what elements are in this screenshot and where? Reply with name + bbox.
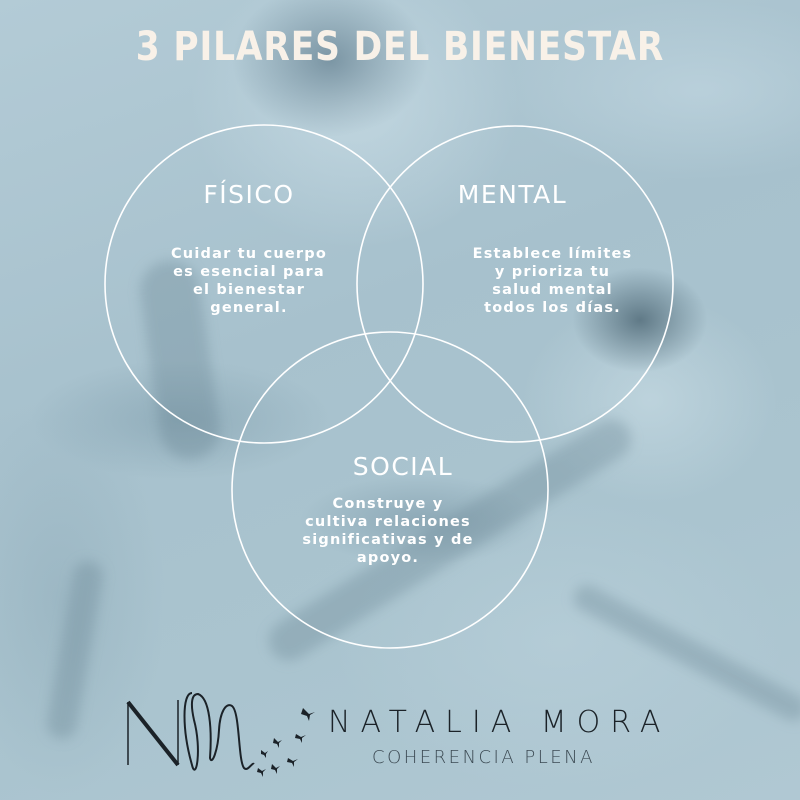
pillar-fisico: FÍSICO Cuidar tu cuerpo es esencial para…: [124, 180, 374, 317]
circle-social: [231, 331, 549, 649]
birds-flock-icon: [257, 708, 315, 777]
pillar-title: SOCIAL: [352, 452, 454, 481]
brand-name: NATALIA MORA: [328, 705, 671, 740]
pillar-description: Cuidar tu cuerpo es esencial para el bie…: [170, 246, 328, 316]
brand-tagline: COHERENCIA PLENA: [372, 747, 595, 768]
pillar-description: Establece límites y prioriza tu salud me…: [472, 246, 633, 316]
poster-title: 3 PILARES DEL BIENESTAR: [135, 24, 665, 70]
circle-mental: [356, 125, 674, 443]
pillar-mental: MENTAL Establece límites y prioriza tu s…: [400, 180, 650, 317]
pillar-title: FÍSICO: [203, 180, 295, 209]
pillar-title: MENTAL: [457, 180, 568, 209]
circle-fisico: [104, 124, 424, 444]
pillar-description: Construye y cultiva relaciones significa…: [302, 496, 474, 566]
pillar-social: SOCIAL Construye y cultiva relaciones si…: [258, 452, 518, 567]
nm-monogram-logo: [126, 692, 315, 777]
